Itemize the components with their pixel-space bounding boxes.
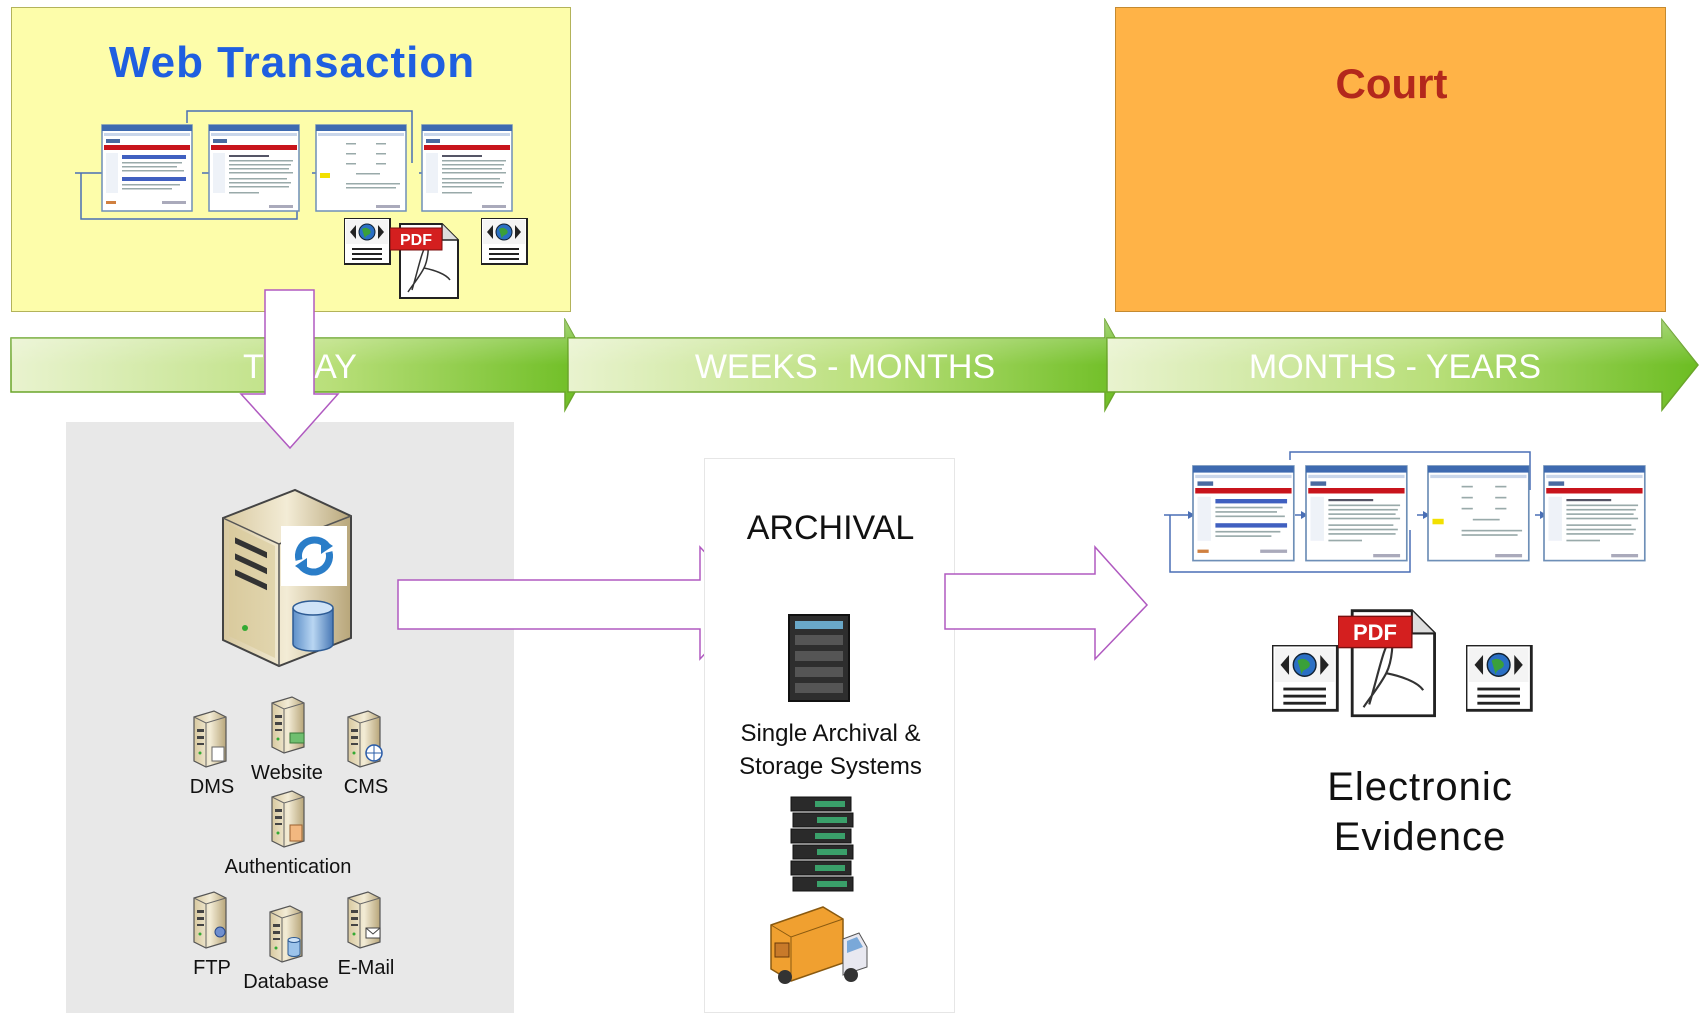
web-document-icon [344, 218, 391, 265]
cms-server-icon [347, 710, 383, 768]
server-label-ftp: FTP [193, 957, 231, 979]
server-label-email: E-Mail [337, 957, 395, 979]
pdf-icon: PDF [390, 223, 459, 299]
authentication-server-icon [271, 790, 305, 848]
server-label-dms: DMS [189, 776, 235, 798]
evidence-flow-diagram [1164, 451, 1646, 573]
server-label-cms: CMS [343, 776, 389, 798]
right-arrow-to-evidence [944, 545, 1149, 661]
archival-title: ARCHIVAL [746, 509, 915, 547]
right-arrow-to-archival [397, 545, 754, 661]
web-transaction-box: Web Transaction PDF [11, 7, 571, 312]
delivery-truck-icon [770, 906, 868, 984]
archival-subtitle: Single Archival & Storage Systems [739, 720, 922, 780]
timeline-segment-months-years [1106, 318, 1699, 413]
website-server-icon [271, 696, 305, 754]
main-server-icon [222, 488, 352, 668]
archival-panel: ARCHIVAL Single Archival & Storage Syste… [704, 458, 955, 1013]
timeline-segment-weeks-months [567, 318, 1131, 413]
court-box: Court [1115, 7, 1666, 312]
web-transaction-title: Web Transaction [108, 38, 476, 87]
pdf-badge-label: PDF [400, 232, 432, 249]
web-document-icon [1272, 645, 1339, 712]
dms-server-icon [193, 710, 227, 768]
ftp-server-icon [193, 891, 227, 949]
timeline-label-weeks-months: WEEKS - MONTHS [694, 348, 996, 386]
server-label-website: Website [251, 762, 323, 784]
down-arrow [239, 289, 340, 450]
database-server-icon [269, 905, 303, 963]
server-label-authentication: Authentication [224, 856, 352, 878]
web-document-icon [1466, 645, 1533, 712]
web-document-icon [481, 218, 528, 265]
court-title: Court [1335, 60, 1448, 107]
tape-storage-stack-icon [790, 796, 854, 892]
pdf-badge-label: PDF [1353, 620, 1397, 645]
timeline-label-months-years: MONTHS - YEARS [1248, 348, 1542, 386]
pdf-icon: PDF [1338, 609, 1436, 718]
email-server-icon [347, 891, 381, 949]
electronic-evidence-label: Electronic Evidence [1327, 765, 1513, 859]
server-label-database: Database [243, 971, 329, 993]
web-transaction-flow-diagram [75, 110, 513, 220]
archival-server-rack-icon [788, 614, 850, 702]
